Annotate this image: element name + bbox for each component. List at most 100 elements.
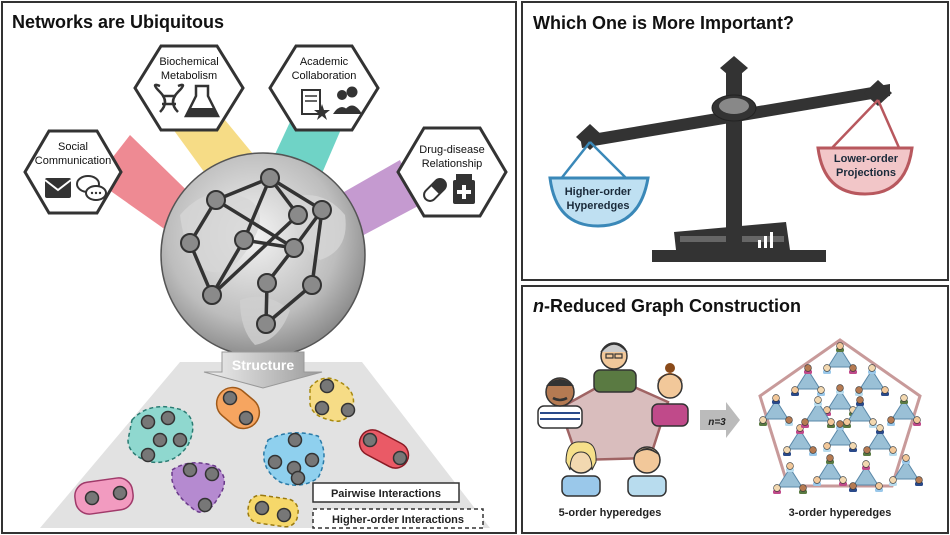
- hex-academic: Academic Collaboration: [268, 44, 380, 132]
- triangle-hyperedge: [893, 459, 919, 480]
- triangle-hyperedge: [787, 429, 813, 450]
- hex-social-line2: Communication: [35, 155, 111, 167]
- mini-person-icon: [849, 364, 857, 374]
- blob-pink: [74, 477, 134, 515]
- people-icon: [333, 86, 362, 114]
- person-woman-icon: [651, 363, 689, 427]
- mini-person-icon: [913, 416, 921, 426]
- person-elder-icon: [593, 342, 637, 393]
- mini-person-icon: [826, 454, 834, 464]
- mini-person-icon: [856, 396, 864, 406]
- blob-teal: [127, 405, 194, 464]
- title-rest: -Reduced Graph Construction: [544, 296, 801, 316]
- mini-person-icon: [773, 484, 781, 494]
- triangle-hyperedge: [827, 389, 853, 410]
- panel-reduced-graph: n-Reduced Graph Construction: [521, 285, 949, 534]
- structure-label: Structure: [232, 357, 294, 373]
- panel-importance-title: Which One is More Important?: [533, 13, 794, 33]
- triangle-hyperedge: [867, 429, 893, 450]
- mini-person-icon: [849, 442, 857, 452]
- blob-gold: [247, 494, 299, 528]
- document-star-icon: [301, 89, 330, 120]
- mini-person-icon: [814, 396, 822, 406]
- panel-networks: Networks are Ubiquitous: [1, 1, 517, 534]
- mini-person-icon: [863, 446, 871, 456]
- mini-person-icon: [876, 424, 884, 434]
- blob-red: [358, 429, 410, 469]
- hex-academic-line2: Collaboration: [292, 70, 357, 82]
- mini-person-icon: [887, 416, 895, 426]
- triangle-hyperedge: [817, 459, 843, 480]
- triangle-hyperedge: [827, 425, 853, 446]
- mini-person-icon: [772, 394, 780, 404]
- mini-person-icon: [759, 416, 767, 426]
- mini-person-icon: [836, 384, 844, 394]
- balance-scale: Higher-order Hyperedges Lower-order Proj…: [548, 56, 914, 262]
- mini-person-icon: [849, 482, 857, 492]
- triangle-hyperedge: [805, 401, 831, 422]
- triangle-hyperedge: [891, 399, 917, 420]
- person-blonde-icon: [561, 441, 601, 497]
- mini-person-icon: [869, 418, 877, 428]
- mini-person-icon: [889, 446, 897, 456]
- dna-icon: [153, 83, 185, 113]
- pill-icon: [423, 178, 447, 202]
- legend-pairwise: Pairwise Interactions: [331, 488, 441, 500]
- panel-networks-title: Networks are Ubiquitous: [12, 12, 224, 32]
- panel-reduced-title: n-Reduced Graph Construction: [533, 296, 801, 316]
- hyperedge-3-order: 3-order hyperedges: [758, 338, 923, 519]
- triangle-hyperedge: [777, 467, 803, 488]
- blob-blue: [263, 432, 325, 486]
- triangle-hyperedge: [859, 369, 885, 390]
- bar-chart-mark: [758, 232, 773, 248]
- medicine-bottle-icon: [453, 174, 475, 204]
- triangle-hyperedges: [759, 342, 923, 494]
- mini-person-icon: [915, 476, 923, 486]
- caption-3-order: 3-order hyperedges: [789, 507, 892, 519]
- right-pan-line1: Lower-order: [834, 153, 899, 165]
- mini-person-icon: [839, 476, 847, 486]
- network-nodes: [180, 168, 332, 334]
- mini-person-icon: [823, 442, 831, 452]
- blob-yellow: [309, 377, 356, 422]
- mini-person-icon: [862, 460, 870, 470]
- legend: Pairwise Interactions Higher-order Inter…: [312, 482, 484, 529]
- mini-person-icon: [791, 386, 799, 396]
- mini-person-icon: [827, 418, 835, 428]
- mini-person-icon: [804, 364, 812, 374]
- right-pan-line2: Projections: [836, 167, 896, 179]
- hex-social-line1: Social: [58, 141, 88, 153]
- mini-person-icon: [889, 476, 897, 486]
- hyperedge-5-order: 5-order hyperedges: [537, 342, 689, 519]
- mini-person-icon: [900, 394, 908, 404]
- person-mustache-icon: [537, 377, 583, 429]
- mini-person-icon: [817, 386, 825, 396]
- legend-higher-order: Higher-order Interactions: [332, 514, 464, 526]
- hex-biochemical: Biochemical Metabolism: [133, 44, 245, 132]
- flask-icon: [183, 84, 221, 118]
- hex-bio-line1: Biochemical: [159, 56, 218, 68]
- blob-purple: [171, 462, 225, 513]
- hex-bio-line2: Metabolism: [161, 70, 217, 82]
- panel-importance: Which One is More Important?: [521, 1, 949, 281]
- mini-person-icon: [783, 446, 791, 456]
- mini-person-icon: [836, 420, 844, 430]
- mini-person-icon: [855, 386, 863, 396]
- caption-5-order: 5-order hyperedges: [559, 507, 662, 519]
- triangle-hyperedge: [795, 369, 821, 390]
- mini-person-icon: [786, 462, 794, 472]
- hex-social: Social Communication: [23, 129, 123, 215]
- triangle-hyperedge: [853, 465, 879, 486]
- arrow-label: n=3: [708, 417, 726, 428]
- mini-person-icon: [809, 446, 817, 456]
- title-n: n: [533, 296, 544, 316]
- triangle-hyperedge: [827, 347, 853, 368]
- blob-orange: [215, 386, 261, 430]
- mini-person-icon: [836, 342, 844, 352]
- mini-person-icon: [902, 454, 910, 464]
- mini-person-icon: [813, 476, 821, 486]
- hex-drug-line1: Drug-disease: [419, 144, 484, 156]
- mini-person-icon: [875, 482, 883, 492]
- reduction-arrow: n=3: [700, 402, 740, 438]
- mini-person-icon: [823, 364, 831, 374]
